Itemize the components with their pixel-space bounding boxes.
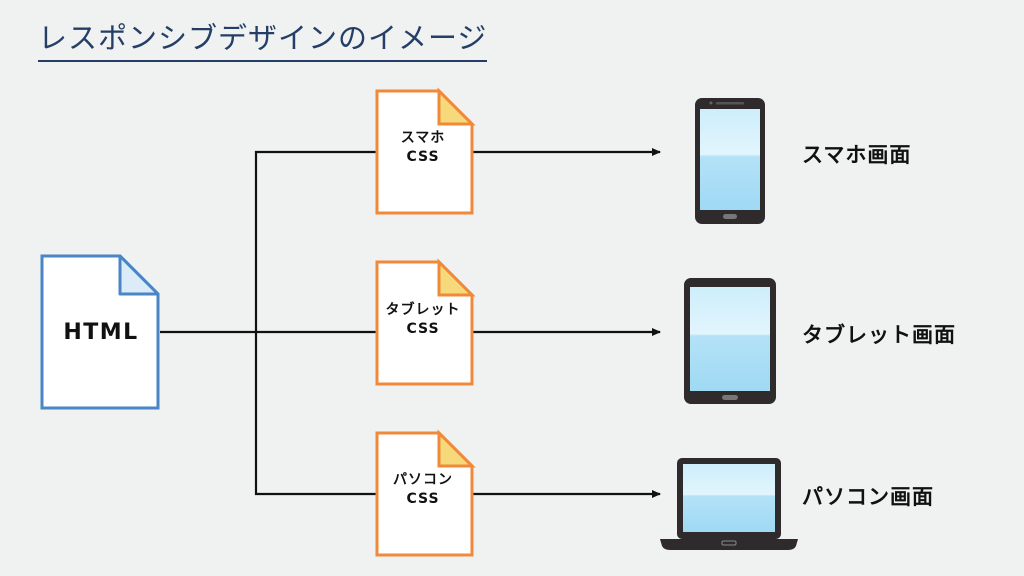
css-document-icon-pc	[375, 429, 476, 557]
css-label-line2: CSS	[406, 490, 440, 507]
css-label-line2: CSS	[406, 320, 440, 337]
laptop-icon	[660, 458, 798, 550]
css-label-line1: パソコン	[393, 472, 453, 488]
css-label-line1: スマホ	[400, 130, 446, 146]
css-document-label-tablet: タブレット CSS	[374, 301, 472, 339]
html-document-icon	[40, 254, 160, 410]
tablet-icon	[684, 278, 776, 404]
css-document-icon-tablet	[375, 258, 476, 386]
tablet-screen-label: タブレット画面	[802, 323, 956, 347]
pc-screen-label: パソコン画面	[802, 485, 934, 509]
css-document-label-pc: パソコン CSS	[374, 471, 472, 509]
css-label-line1: タブレット	[385, 302, 461, 318]
connectors	[160, 148, 661, 498]
css-document-label-smartphone: スマホ CSS	[374, 129, 472, 167]
smartphone-icon	[695, 98, 765, 224]
html-document-label: HTML	[63, 320, 139, 345]
connector-branch-vertical	[254, 150, 376, 496]
css-label-line2: CSS	[406, 148, 440, 165]
css-document-icon-smartphone	[375, 87, 476, 215]
page-title: レスポンシブデザインのイメージ	[38, 18, 488, 62]
smartphone-screen-label: スマホ画面	[802, 143, 912, 167]
